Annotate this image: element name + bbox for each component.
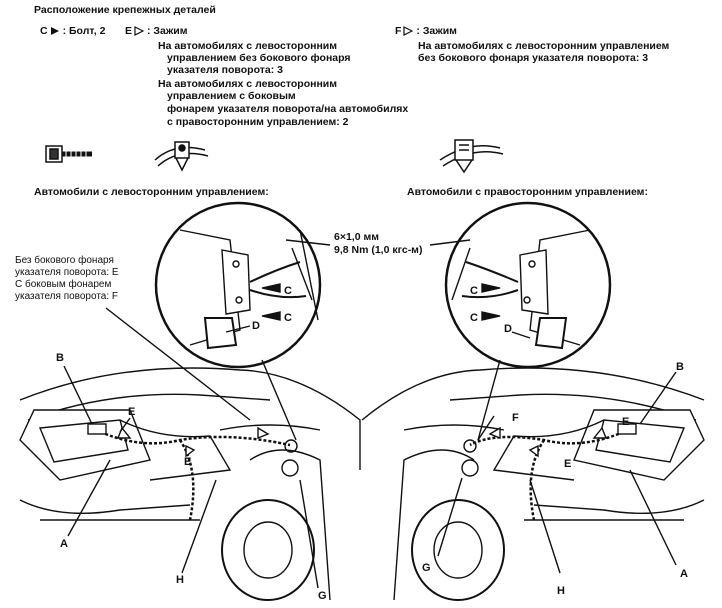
outline-triangle-icon: [403, 26, 414, 37]
legend-f-heading-text: : Зажим: [416, 25, 457, 37]
callout-d: D: [504, 323, 512, 335]
callout-e: E: [564, 458, 572, 470]
note-line: указателя поворота: F: [15, 291, 119, 302]
legend-e-line: указателя поворота: 3: [167, 64, 283, 76]
callout-b: B: [56, 352, 64, 364]
legend-e-line: фонарем указателя поворота/на автомобиля…: [167, 103, 409, 115]
torque-value: 9,8 Nm (1,0 кгс-м): [334, 244, 423, 256]
outline-triangle-icon: [134, 26, 145, 37]
callout-h: H: [557, 585, 565, 597]
section-title-left: Автомобили с левосторонним управлением:: [34, 186, 269, 198]
legend-e-line: с правосторонним управлением: 2: [167, 116, 349, 128]
legend-e-letter: E: [125, 25, 133, 37]
legend-e-line: управлением без бокового фонаря: [167, 52, 351, 64]
callout-c: C: [470, 285, 478, 297]
legend-c-letter: C: [40, 25, 48, 37]
legend-e-line: На автомобилях с левосторонним: [158, 40, 338, 52]
callout-g: G: [318, 590, 327, 602]
callout-a: A: [60, 538, 68, 550]
right-car-illustration: [361, 367, 705, 601]
legend-c: C : Болт, 2: [40, 25, 105, 37]
left-car-illustration: [19, 365, 361, 601]
callout-a: A: [680, 568, 688, 580]
legend-f-heading: F : Зажим: [395, 25, 457, 37]
note-line: указателя поворота: E: [15, 267, 119, 278]
torque-size: 6×1,0 мм: [334, 231, 380, 243]
callout-e: E: [622, 416, 630, 428]
note-line: С боковым фонарем: [15, 279, 112, 290]
legend-f-line: На автомобилях с левосторонним управлени…: [418, 40, 670, 52]
clip-f-icon: [439, 139, 504, 174]
callout-h: H: [176, 574, 184, 586]
clip-e-icon: [154, 141, 209, 172]
callout-d: D: [252, 320, 260, 332]
callout-e: E: [128, 406, 136, 418]
note-line: Без бокового фонаря: [15, 255, 114, 266]
left-zoom-circle: [154, 201, 322, 369]
legend-e-line: На автомобилях с левосторонним: [158, 78, 338, 90]
section-title-right: Автомобили с правосторонним управлением:: [407, 186, 648, 198]
legend-e-heading-text: : Зажим: [147, 25, 188, 37]
legend-e-heading: E : Зажим: [125, 25, 188, 37]
legend-e-line: управлением с боковым: [167, 90, 296, 102]
solid-triangle-icon: [50, 27, 59, 36]
callout-b: B: [676, 361, 684, 373]
bolt-icon: [45, 145, 92, 163]
callout-f: F: [512, 412, 519, 424]
callout-c: C: [284, 285, 292, 297]
right-zoom-circle: [444, 201, 612, 369]
callout-e: E: [184, 456, 192, 468]
callout-c: C: [470, 312, 478, 324]
callout-c: C: [284, 312, 292, 324]
page-title: Расположение крепежных деталей: [34, 4, 216, 16]
legend-f-line: без бокового фонаря указателя поворота: …: [418, 52, 649, 64]
legend-f-letter: F: [395, 25, 402, 37]
callout-g: G: [422, 562, 431, 574]
legend-c-text: : Болт, 2: [62, 25, 106, 37]
